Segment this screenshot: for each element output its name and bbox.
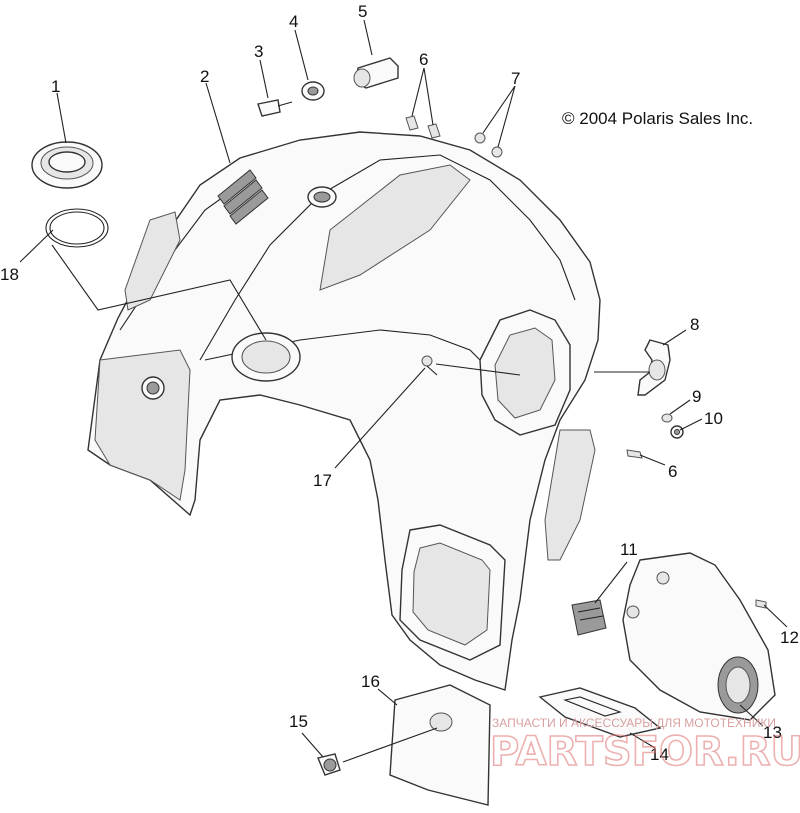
part-13-housing [622,552,776,721]
part-11-connector [571,599,607,636]
part-9-washer [661,413,673,423]
part-7-rivets [474,132,503,158]
part-12-screw [755,599,767,609]
callout-15: 15 [289,712,308,731]
callout-6a: 6 [419,50,428,69]
callout-1: 1 [51,77,60,96]
hood-body [87,131,601,691]
callout-18: 18 [0,265,19,284]
callout-17: 17 [313,471,332,490]
callout-9: 9 [692,387,701,406]
part-16-cover [389,684,491,806]
part-10-nut [670,425,684,439]
vent-slots [217,169,269,225]
part-5-switch [353,57,399,89]
callout-4: 4 [289,12,298,31]
callout-10: 10 [704,409,723,428]
part-6-screw-right [626,449,643,459]
part-14-gasket [538,687,662,738]
watermark-caption: ЗАПЧАСТИ И АКСЕССУАРЫ ДЛЯ МОТОТЕХНИКИ [492,716,776,730]
callout-2: 2 [200,67,209,86]
callout-11: 11 [620,540,638,559]
callout-3: 3 [254,42,263,61]
callout-6b: 6 [668,462,677,481]
callout-7: 7 [511,69,520,88]
part-4-nut [301,81,325,101]
callout-5: 5 [358,2,367,21]
leader-lines [19,19,788,763]
part-6-screws-top [405,115,441,139]
part-18-o-ring [45,208,109,248]
watermark-brand: PARTSFOR.RU [490,729,800,775]
callout-16: 16 [361,672,380,691]
callout-8: 8 [690,315,699,334]
callout-12: 12 [780,628,799,647]
part-1-bezel [31,141,103,189]
callout-14: 14 [650,745,669,764]
copyright-text: © 2004 Polaris Sales Inc. [562,109,753,128]
part-3-clip [257,99,293,117]
part-8-bracket [637,339,671,396]
part-15-fastener [317,753,341,776]
callout-labels: 1 2 3 4 5 6 6 7 8 9 10 11 12 13 14 15 16… [0,2,799,764]
callout-13: 13 [763,723,782,742]
part-17-bolt [421,355,438,376]
watermark: ЗАПЧАСТИ И АКСЕССУАРЫ ДЛЯ МОТОТЕХНИКИ PA… [489,716,800,776]
